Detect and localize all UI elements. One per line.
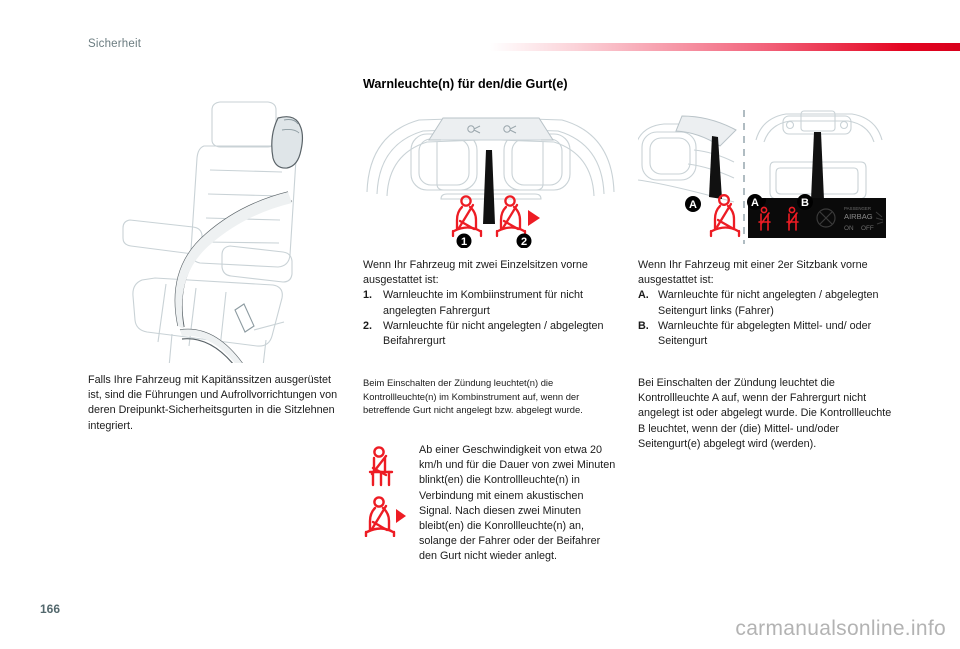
header-accent-rule [490, 43, 960, 51]
callout-A-panel: A [751, 197, 759, 209]
panel-callout-badges: A B [742, 190, 892, 214]
panel-label-on: ON [844, 225, 854, 232]
panel-label-passenger: PASSENGER [844, 206, 871, 211]
captain-seat-figure [120, 98, 360, 392]
page-number: 166 [40, 602, 61, 616]
page-heading: Warnleuchte(n) für den/die Gurt(e) [363, 77, 568, 91]
list-text: Warnleuchte im Kombiinstrument für nicht… [383, 289, 584, 317]
bench-seat-cluster-figure: A [635, 106, 893, 248]
panel-label-airbag: AIRBAG [844, 212, 873, 221]
list-item: 2. Warnleuchte für nicht angelegten / ab… [363, 319, 618, 349]
callout-1: 1 [461, 236, 467, 248]
callout-B-panel: B [801, 197, 809, 209]
middle-intro: Wenn Ihr Fahrzeug mit zwei Einzelsitzen … [363, 259, 588, 287]
list-marker: 2. [363, 319, 373, 332]
belt-warning-pictograms-1-2: 1 2 [448, 194, 544, 249]
list-marker: 1. [363, 289, 373, 302]
site-watermark: carmanualsonline.info [735, 617, 946, 640]
list-text: Warnleuchte für nicht angelegten / abgel… [658, 289, 879, 317]
left-caption: Falls Ihre Fahrzeug mit Kapitänssitzen a… [88, 374, 338, 432]
panel-label-off: OFF [861, 225, 874, 232]
callout-A: A [689, 199, 697, 211]
list-item: B. Warnleuchte für abgelegten Mittel- un… [638, 319, 893, 349]
right-lettered-list: A. Warnleuchte für nicht angelegten / ab… [638, 288, 893, 349]
list-marker: A. [638, 289, 649, 302]
speed-warning-text: Ab einer Geschwindigkeit von etwa 20 km/… [419, 444, 616, 563]
middle-numbered-list: 1. Warnleuchte im Kombiinstrument für ni… [363, 288, 618, 349]
section-title: Sicherheit [88, 38, 142, 50]
speed-warning-note: Ab einer Geschwindigkeit von etwa 20 km/… [363, 443, 618, 565]
right-note: Bei Einschalten der Zündung leuchtet die… [638, 377, 892, 450]
callout-2: 2 [521, 236, 527, 248]
instrument-cluster-figure [363, 106, 618, 248]
belt-warning-icon-pair [363, 443, 409, 565]
middle-note: Beim Einschalten der Zündung leuchtet(n)… [363, 377, 583, 416]
list-text: Warnleuchte für abgelegten Mittel- und/ … [658, 319, 872, 348]
list-marker: B. [638, 319, 649, 332]
right-intro: Wenn Ihr Fahrzeug mit einer 2er Sitzbank… [638, 259, 868, 287]
list-item: A. Warnleuchte für nicht angelegten / ab… [638, 288, 893, 318]
list-item: 1. Warnleuchte im Kombiinstrument für ni… [363, 288, 618, 318]
list-text: Warnleuchte für nicht angelegten / abgel… [383, 319, 604, 348]
